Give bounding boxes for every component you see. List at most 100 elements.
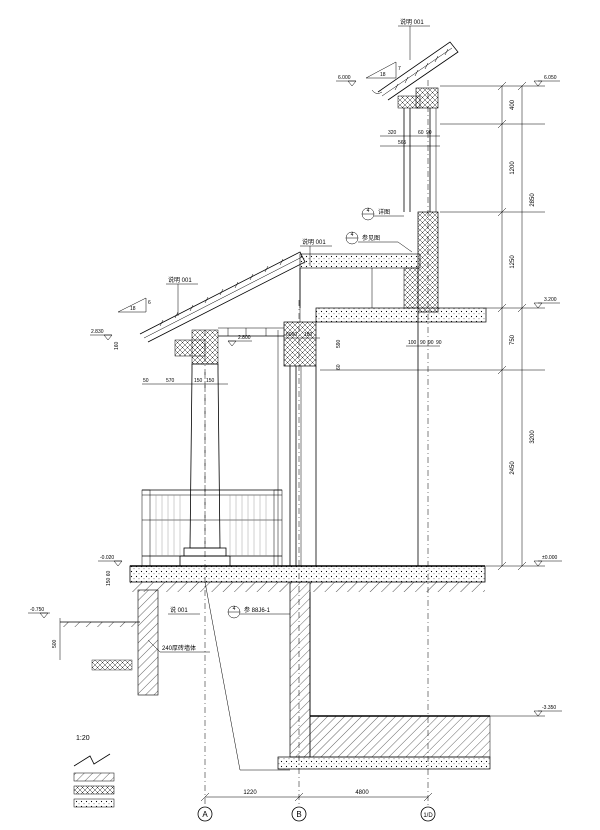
axis-bubble-b: B — [291, 806, 307, 822]
dim-1200: 1200 — [510, 161, 516, 175]
svg-text:590: 590 — [336, 339, 342, 348]
note-roof-mid: 说明 001 — [300, 238, 332, 266]
callout-detail-a: 4 详图 — [361, 207, 404, 221]
eave-dims: 50 570 150 150 — [142, 378, 228, 385]
elevation-lines — [320, 85, 545, 717]
elev-marker-top-right: 6.050 — [533, 75, 560, 87]
svg-text:50: 50 — [143, 378, 149, 384]
legend: 1:20 — [73, 735, 115, 808]
svg-text:7: 7 — [398, 66, 401, 72]
elev-marker-ground-right: ±0.000 — [533, 555, 562, 567]
dim-3200: 3200 — [530, 430, 536, 444]
svg-text:6: 6 — [148, 300, 151, 306]
elev-marker-top-left: 6.000 — [336, 75, 357, 87]
svg-text:240厚砖墙体: 240厚砖墙体 — [162, 644, 196, 652]
svg-text:说明 001: 说明 001 — [400, 18, 424, 26]
dim-2450: 2450 — [510, 461, 516, 475]
callout-standard: 4 参 88J6-1 — [227, 605, 290, 619]
svg-text:4: 4 — [351, 232, 354, 238]
svg-text:150: 150 — [206, 378, 215, 384]
note-foundation: 说 001 — [168, 606, 200, 615]
svg-text:-0.020: -0.020 — [100, 555, 114, 561]
wall-d-upper — [403, 87, 439, 566]
svg-text:100: 100 — [408, 340, 417, 346]
svg-text:-0.750: -0.750 — [30, 607, 44, 613]
svg-text:说明 001: 说明 001 — [168, 276, 192, 284]
callout-detail-b: 4 参见图 — [345, 231, 413, 253]
svg-text:2.800: 2.800 — [238, 335, 251, 341]
outside-dim: 500 — [52, 618, 61, 660]
wall-b-upper — [277, 321, 317, 566]
svg-text:90: 90 — [420, 340, 426, 346]
dim-span-ab: 1220 — [243, 790, 257, 796]
dim-750: 750 — [510, 334, 516, 345]
svg-text:60: 60 — [336, 364, 342, 370]
basement-wall — [277, 581, 491, 770]
svg-text:90: 90 — [436, 340, 442, 346]
elev-marker-eave-left: 2.830 — [90, 329, 113, 341]
outside-ground — [60, 581, 290, 771]
dim-1250: 1250 — [510, 255, 516, 269]
right-dimension-chain — [497, 81, 527, 571]
svg-text:3.200: 3.200 — [544, 297, 557, 303]
mid-floor-slab — [299, 253, 487, 323]
slope-marker-top: 7 18 — [365, 61, 401, 79]
svg-text:说明 001: 说明 001 — [302, 238, 326, 246]
mid-dims: 6060 180 590 100 90 90 90 60 160 — [114, 332, 442, 370]
slope-marker-left: 6 18 — [117, 297, 151, 313]
axis-label-c: 1/D — [423, 813, 433, 819]
upper-dims: 320 60 90 565 — [380, 130, 440, 147]
svg-text:4: 4 — [233, 606, 236, 612]
legend-brick-hatch — [73, 772, 115, 782]
axis-label-a: A — [202, 810, 208, 819]
note-roof-left: 说明 001 — [166, 276, 198, 316]
svg-text:60: 60 — [418, 130, 424, 136]
svg-text:4: 4 — [367, 208, 370, 214]
dim-2850: 2850 — [530, 193, 536, 207]
column — [179, 363, 231, 567]
legend-concrete-hatch — [73, 785, 115, 795]
lower-roof — [139, 251, 306, 365]
elev-marker-basement: -3.350 — [533, 705, 562, 717]
balustrade — [141, 489, 283, 567]
elev-marker-eave-inner: 2.800 — [227, 335, 252, 347]
legend-break-line — [73, 753, 111, 767]
svg-text:320: 320 — [388, 130, 397, 136]
elev-marker-outside: -0.750 — [28, 607, 50, 619]
svg-text:150: 150 — [194, 378, 203, 384]
axis-bubble-c: 1/D — [420, 806, 436, 822]
dim-150-60: 150 60 — [106, 570, 112, 586]
dim-400: 400 — [510, 99, 516, 110]
svg-text:说 001: 说 001 — [170, 606, 188, 614]
elev-marker-mid-right: 3.200 — [533, 297, 560, 309]
svg-text:90: 90 — [428, 340, 434, 346]
svg-text:6.050: 6.050 — [544, 75, 557, 81]
svg-text:565: 565 — [398, 140, 407, 146]
ground-slab — [129, 565, 486, 592]
svg-text:18: 18 — [380, 72, 386, 78]
svg-text:6060: 6060 — [286, 332, 297, 338]
svg-text:18: 18 — [130, 306, 136, 312]
note-wall: 240厚砖墙体 — [147, 639, 210, 653]
svg-text:180: 180 — [304, 332, 313, 338]
svg-text:2.830: 2.830 — [91, 329, 104, 335]
axis-label-b: B — [296, 810, 301, 819]
upper-roof — [371, 41, 459, 109]
svg-text:参见图: 参见图 — [362, 234, 380, 242]
svg-text:570: 570 — [166, 378, 175, 384]
elev-marker-ground-left: -0.020 — [98, 555, 123, 567]
dim-span-bc: 4800 — [355, 790, 369, 796]
svg-text:6.000: 6.000 — [338, 75, 351, 81]
legend-insulation-hatch — [73, 798, 115, 808]
svg-text:详图: 详图 — [378, 208, 390, 216]
note-roof-top: 说明 001 — [398, 18, 430, 60]
axis-bubble-a: A — [197, 806, 213, 822]
axis-lines — [200, 80, 433, 805]
svg-text:参 88J6-1: 参 88J6-1 — [244, 606, 271, 614]
svg-text:-3.350: -3.350 — [542, 705, 556, 711]
svg-text:90: 90 — [426, 130, 432, 136]
svg-text:160: 160 — [114, 341, 120, 350]
scale-label: 1:20 — [76, 735, 90, 742]
svg-text:500: 500 — [52, 639, 58, 648]
